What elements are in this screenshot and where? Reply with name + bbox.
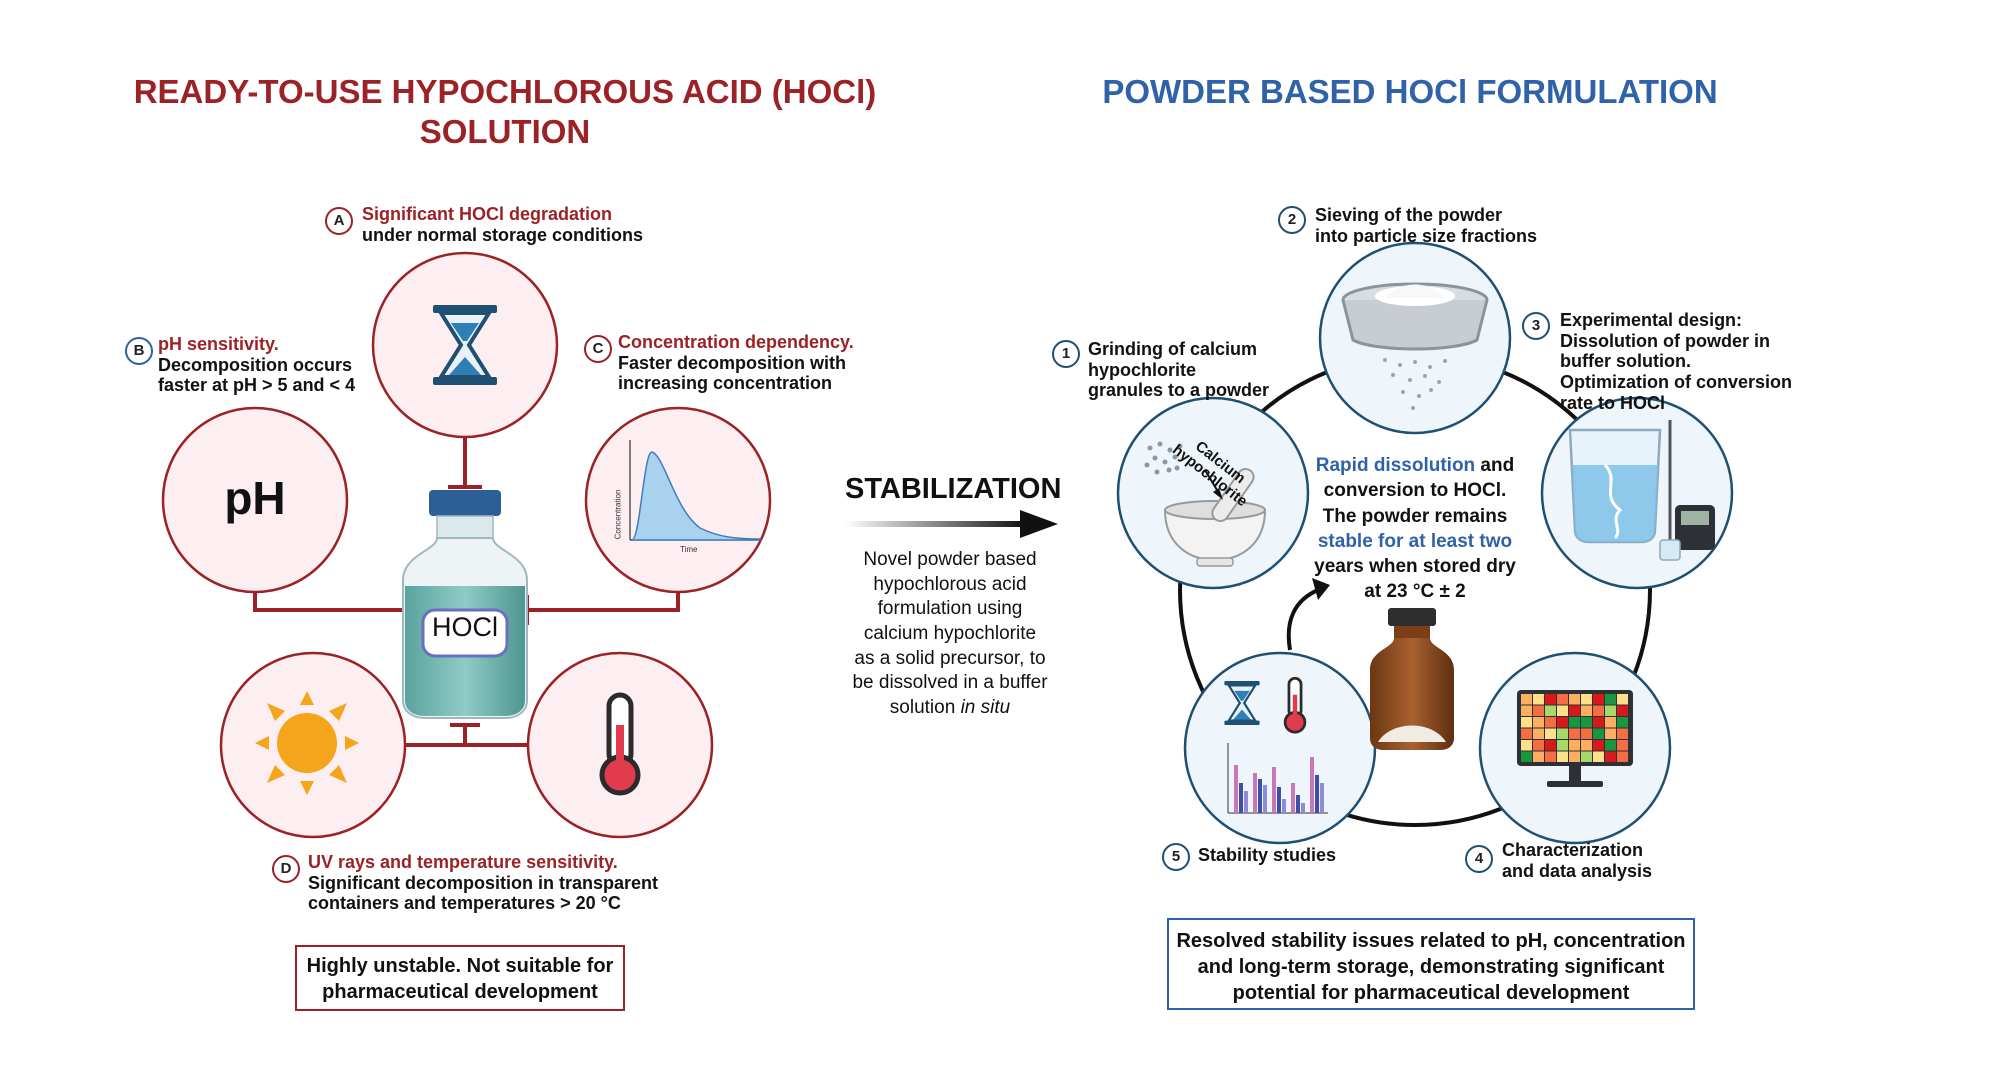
stabilization-label: STABILIZATION bbox=[845, 473, 1062, 505]
label-step1-line3: granules to a powder bbox=[1088, 380, 1270, 401]
label-c-heading: Concentration dependency. bbox=[618, 332, 854, 352]
label-step3: Experimental design: Dissolution of powd… bbox=[1560, 310, 1792, 413]
label-a-heading: Significant HOCl degradation bbox=[362, 204, 613, 224]
center-line6: at 23 °C ± 2 bbox=[1364, 581, 1466, 603]
label-b-body2: faster at pH > 5 and < 4 bbox=[158, 375, 356, 396]
stability-icons bbox=[1224, 676, 1328, 814]
badge-2: 2 bbox=[1278, 206, 1306, 234]
circle-step1 bbox=[1116, 396, 1310, 590]
center-l1-blue: Rapid dissolution bbox=[1315, 455, 1476, 476]
left-conclusion-line2: pharmaceutical development bbox=[322, 981, 598, 1003]
label-step2-line2: into particle size fractions bbox=[1315, 225, 1538, 246]
badge-c: C bbox=[584, 335, 612, 363]
label-step3-line3: buffer solution. bbox=[1560, 351, 1691, 372]
label-a-body: under normal storage conditions bbox=[362, 224, 644, 245]
center-statement: Rapid dissolution and conversion to HOCl… bbox=[1295, 453, 1535, 605]
label-d-body1: Significant decomposition in transparent bbox=[308, 872, 659, 893]
center-line5: years when stored dry bbox=[1314, 556, 1516, 578]
left-title-line1: READY-TO-USE HYPOCHLOROUS ACID (HOCl) bbox=[133, 73, 877, 110]
right-conclusion-line1: Resolved stability issues related to pH,… bbox=[1176, 930, 1686, 952]
chart-xlabel: Time bbox=[680, 545, 698, 554]
label-step3-line1: Experimental design: bbox=[1560, 310, 1743, 330]
badge-d: D bbox=[272, 855, 300, 883]
center-line2: conversion to HOCl. bbox=[1323, 480, 1507, 502]
label-b: pH sensitivity. Decomposition occurs fas… bbox=[158, 334, 355, 396]
center-line3: The powder remains bbox=[1322, 505, 1508, 527]
concentration-chart bbox=[629, 440, 761, 541]
left-conclusion-line1: Highly unstable. Not suitable for bbox=[306, 955, 614, 977]
monitor-heatmap-icon bbox=[1517, 690, 1633, 787]
label-d: UV rays and temperature sensitivity. Sig… bbox=[308, 852, 658, 914]
label-c-body2: increasing concentration bbox=[618, 373, 833, 394]
middle-desc-prefix: solution bbox=[889, 697, 961, 719]
badge-a: A bbox=[325, 207, 353, 235]
beaker-icon bbox=[1568, 420, 1715, 561]
label-c: Concentration dependency. Faster decompo… bbox=[618, 332, 854, 394]
label-step3-line2: Dissolution of powder in bbox=[1560, 330, 1770, 351]
label-step2: Sieving of the powder into particle size… bbox=[1315, 205, 1537, 246]
label-step4-line2: and data analysis bbox=[1502, 860, 1653, 881]
right-conclusion-box: Resolved stability issues related to pH,… bbox=[1167, 918, 1695, 1010]
right-conclusion-line2: and long-term storage, demonstrating sig… bbox=[1197, 956, 1665, 978]
hocl-bottle bbox=[402, 490, 528, 719]
badge-b: B bbox=[125, 337, 153, 365]
bottle-label: HOCl bbox=[432, 612, 498, 642]
sieve-icon bbox=[1341, 282, 1489, 410]
label-a: Significant HOCl degradation under norma… bbox=[362, 204, 643, 245]
middle-description: Novel powder based hypochlorous acid for… bbox=[825, 548, 1075, 721]
hourglass-icon bbox=[433, 305, 497, 385]
middle-desc-line: hypochlorous acid bbox=[873, 573, 1027, 595]
ph-symbol: pH bbox=[224, 472, 286, 524]
label-step4-line1: Characterization bbox=[1502, 840, 1644, 860]
label-c-body1: Faster decomposition with bbox=[618, 352, 847, 373]
badge-4: 4 bbox=[1465, 845, 1493, 873]
middle-desc-line: Novel powder based bbox=[863, 549, 1037, 570]
center-l1-black: and bbox=[1475, 455, 1515, 476]
center-line1: Rapid dissolution and bbox=[1295, 453, 1535, 478]
right-conclusion-line3: potential for pharmaceutical development bbox=[1232, 982, 1630, 1004]
left-conclusion-box: Highly unstable. Not suitable for pharma… bbox=[295, 945, 625, 1011]
label-step1-line2: hypochlorite bbox=[1088, 359, 1197, 380]
middle-desc-last-line: solution in situ bbox=[825, 696, 1075, 721]
label-b-body1: Decomposition occurs bbox=[158, 354, 353, 375]
middle-desc-line: be dissolved in a buffer bbox=[852, 672, 1048, 694]
badge-3: 3 bbox=[1522, 312, 1550, 340]
badge-5: 5 bbox=[1162, 843, 1190, 871]
circle-step5 bbox=[1183, 651, 1377, 845]
mortar-pestle-icon bbox=[1144, 441, 1267, 567]
left-title-line2: SOLUTION bbox=[419, 112, 591, 150]
stabilization-arrow bbox=[845, 510, 1058, 538]
badge-1: 1 bbox=[1052, 340, 1080, 368]
label-step1: Grinding of calcium hypochlorite granule… bbox=[1088, 339, 1269, 401]
label-step2-line1: Sieving of the powder bbox=[1315, 205, 1503, 225]
label-b-heading: pH sensitivity. bbox=[158, 334, 279, 354]
left-title: READY-TO-USE HYPOCHLOROUS ACID (HOCl) SO… bbox=[105, 72, 905, 151]
middle-desc-line: calcium hypochlorite bbox=[863, 623, 1037, 645]
label-d-heading: UV rays and temperature sensitivity. bbox=[308, 852, 618, 872]
middle-desc-line: formulation using bbox=[877, 598, 1023, 620]
thermometer-icon bbox=[599, 692, 641, 796]
right-title: POWDER BASED HOCl FORMULATION bbox=[1102, 73, 1718, 110]
label-d-body2: containers and temperatures > 20 °C bbox=[308, 893, 621, 914]
chart-ylabel: Concentration bbox=[613, 489, 623, 540]
label-step1-line1: Grinding of calcium bbox=[1088, 339, 1258, 359]
center-line4: stable for at least two bbox=[1317, 530, 1513, 552]
middle-desc-italic: in situ bbox=[960, 697, 1011, 719]
label-step4: Characterization and data analysis bbox=[1502, 840, 1652, 881]
amber-bottle bbox=[1370, 608, 1454, 750]
label-step3-line5: rate to HOCl bbox=[1560, 392, 1666, 413]
label-step5: Stability studies bbox=[1198, 845, 1337, 865]
sun-icon bbox=[255, 691, 359, 795]
middle-desc-line: as a solid precursor, to bbox=[854, 647, 1046, 669]
label-step3-line4: Optimization of conversion bbox=[1560, 372, 1793, 393]
circle-b bbox=[161, 406, 349, 594]
